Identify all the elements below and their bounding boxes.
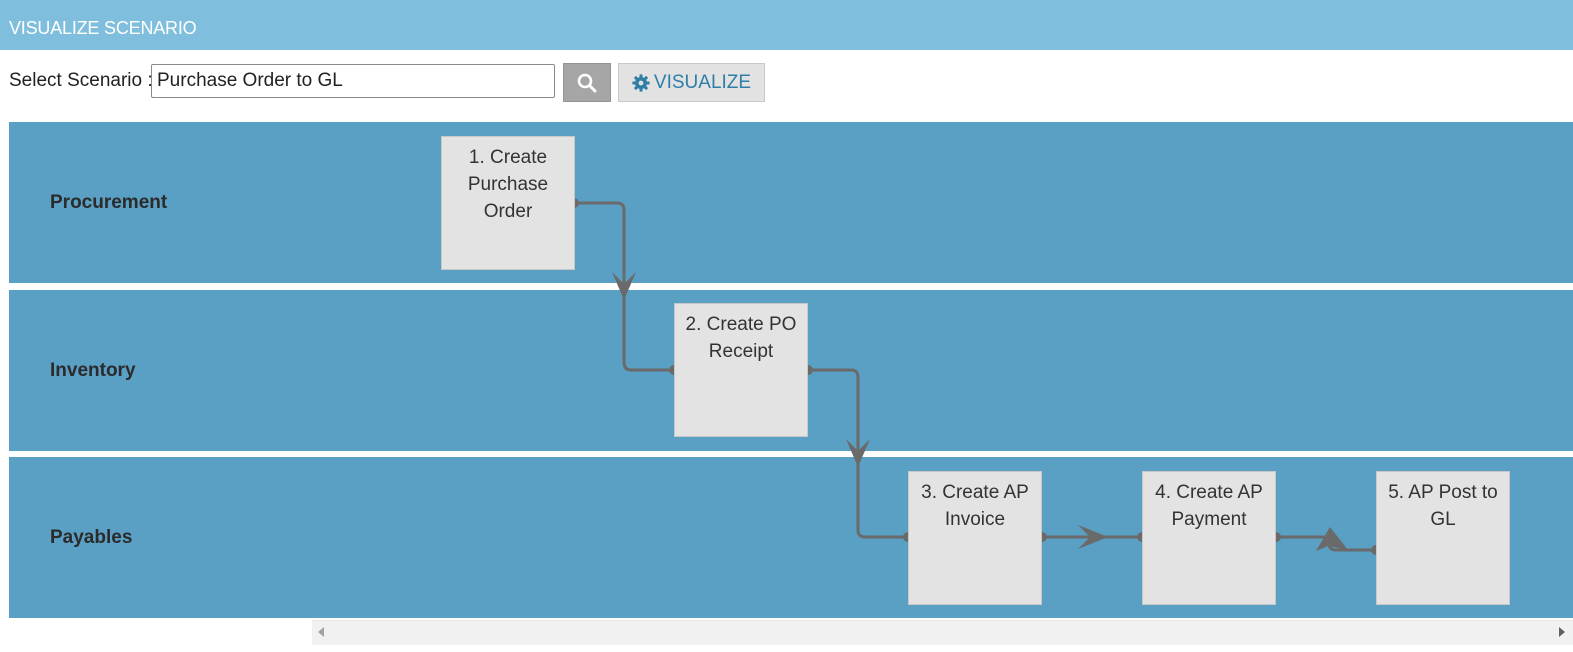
window-title-bar: VISUALIZE SCENARIO [0, 0, 1573, 50]
lane-procurement: Procurement [9, 122, 1573, 283]
step-4-create-ap-payment[interactable]: 4. Create AP Payment [1142, 471, 1276, 605]
step-5-ap-post-to-gl[interactable]: 5. AP Post to GL [1376, 471, 1510, 605]
horizontal-scrollbar[interactable] [312, 620, 1573, 645]
magnifier-icon [577, 73, 597, 92]
search-button[interactable] [563, 63, 611, 102]
gear-icon [632, 73, 650, 92]
page-title: VISUALIZE SCENARIO [9, 18, 197, 38]
step-2-create-po-receipt[interactable]: 2. Create PO Receipt [674, 303, 808, 437]
visualize-button[interactable]: VISUALIZE [618, 63, 765, 102]
scenario-input[interactable] [151, 64, 555, 98]
lane-payables: Payables [9, 457, 1573, 618]
step-1-create-purchase-order[interactable]: 1. Create Purchase Order [441, 136, 575, 270]
select-scenario-label: Select Scenario : [9, 70, 153, 91]
lane-label-procurement: Procurement [50, 192, 168, 213]
visualize-button-label: VISUALIZE [653, 71, 752, 93]
scroll-right-arrow-icon[interactable] [1559, 627, 1565, 637]
step-3-create-ap-invoice[interactable]: 3. Create AP Invoice [908, 471, 1042, 605]
scroll-left-arrow-icon[interactable] [318, 627, 324, 637]
lane-label-inventory: Inventory [50, 360, 136, 381]
lane-label-payables: Payables [50, 527, 133, 548]
